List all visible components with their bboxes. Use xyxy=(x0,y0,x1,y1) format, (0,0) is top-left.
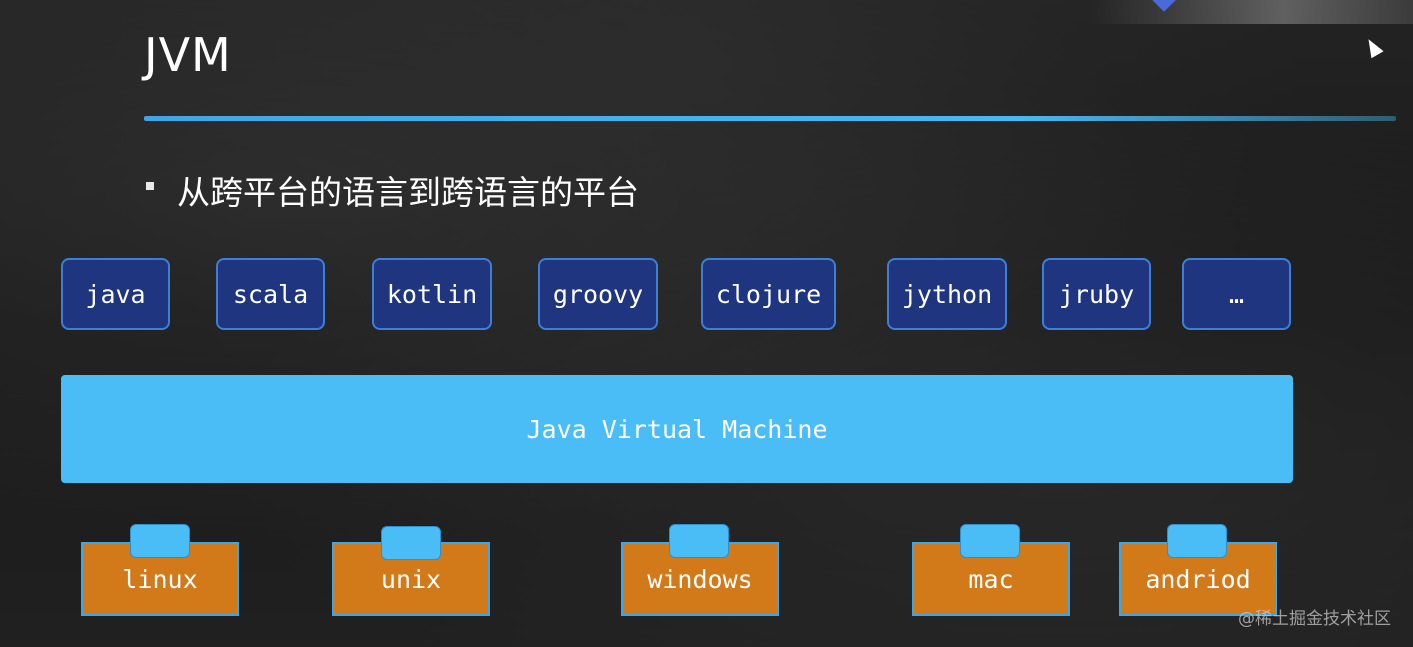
lang-box-jython: jython xyxy=(887,258,1007,330)
lang-box-scala: scala xyxy=(216,258,325,330)
lang-box-groovy: groovy xyxy=(538,258,658,330)
lang-box-more: … xyxy=(1182,258,1291,330)
folder-tab-windows xyxy=(669,524,729,558)
top-edge-strip xyxy=(1090,0,1413,24)
lang-box-clojure: clojure xyxy=(701,258,836,330)
bullet-icon xyxy=(146,182,154,190)
slide-title: JVM xyxy=(144,28,232,82)
folder-tab-mac xyxy=(960,524,1020,558)
lang-box-java: java xyxy=(61,258,170,330)
title-underline xyxy=(144,116,1396,121)
lang-box-kotlin: kotlin xyxy=(372,258,492,330)
lang-box-jruby: jruby xyxy=(1042,258,1151,330)
slide-subtitle: 从跨平台的语言到跨语言的平台 xyxy=(177,173,639,212)
watermark: @稀土掘金技术社区 xyxy=(1238,609,1391,629)
folder-tab-linux xyxy=(130,524,190,558)
folder-tab-unix xyxy=(381,526,441,560)
jvm-box: Java Virtual Machine xyxy=(61,375,1293,483)
folder-tab-andriod xyxy=(1167,524,1227,558)
